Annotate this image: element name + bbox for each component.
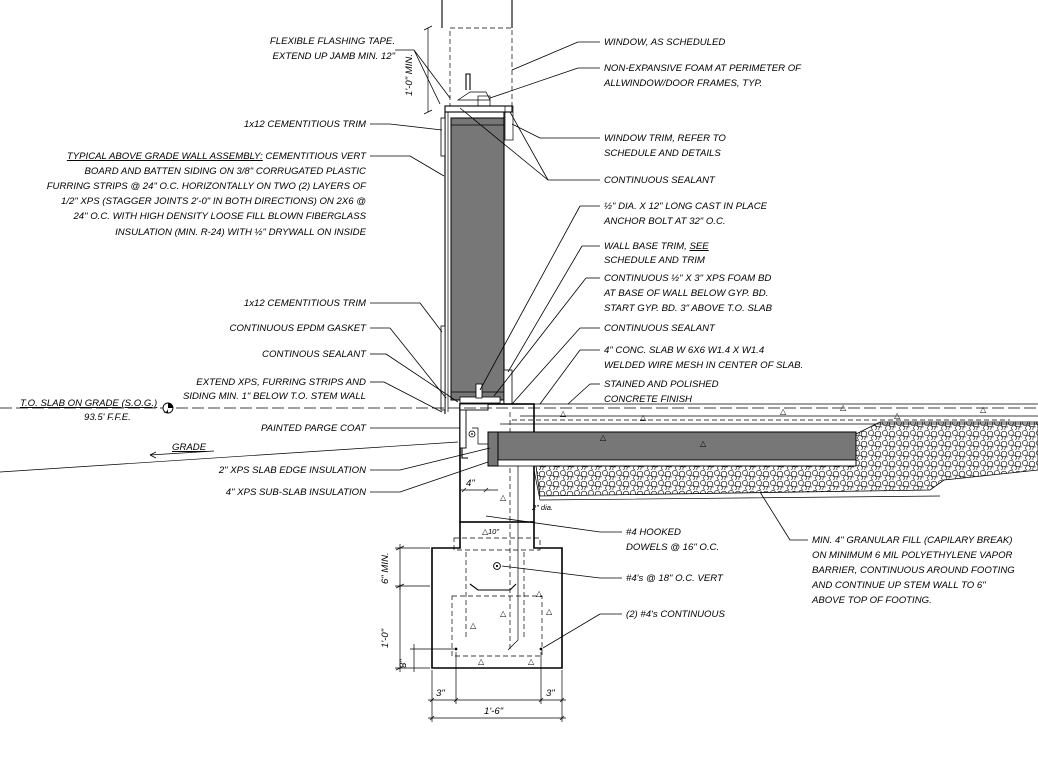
note-sealant-right-top: CONTINUOUS SEALANT <box>604 175 716 186</box>
note-wall-1: TYPICAL ABOVE GRADE WALL ASSEMBLY: CEMEN… <box>67 151 367 162</box>
note-slab-grade-2: 93.5' F.F.E. <box>84 412 131 423</box>
dim-stem-4: 4" <box>466 478 475 489</box>
note-flashing-2: EXTEND UP JAMB MIN. 12" <box>273 51 396 62</box>
dim-foot-height: 1'-0" <box>380 628 391 648</box>
slab-on-grade: △ △ △ △ △ △ △ △ △ △ △ △ △ △ △ △ <box>0 403 1038 666</box>
note-slab-1: 4" CONC. SLAB W 6X6 W1.4 X W1.4 <box>604 345 764 356</box>
dim-10: 10" <box>488 527 499 536</box>
dimension-lines <box>395 25 566 722</box>
dim-dia-2: 2" dia. <box>531 503 553 512</box>
dim-cover-right: 3" <box>546 688 555 699</box>
svg-text:△: △ <box>980 405 987 414</box>
note-vert-bars: #4's @ 18" O.C. VERT <box>626 573 724 584</box>
note-sealant-left: CONTINOUS SEALANT <box>262 349 367 360</box>
note-xps-ext-2: SIDING MIN. 1" BELOW T.O. STEM WALL <box>183 391 366 402</box>
svg-text:△: △ <box>478 657 485 666</box>
svg-text:△: △ <box>780 407 787 416</box>
note-wall-3: FURRING STRIPS @ 24" O.C. HORIZONTALLY O… <box>47 181 367 192</box>
svg-text:△: △ <box>470 621 477 630</box>
svg-text:△: △ <box>500 493 507 502</box>
svg-text:△: △ <box>546 607 553 616</box>
note-foam-1: NON-EXPANSIVE FOAM AT PERIMETER OF <box>604 63 802 74</box>
note-base-trim-1: WALL BASE TRIM, SEE <box>604 241 709 252</box>
note-flashing-1: FLEXIBLE FLASHING TAPE. <box>270 36 395 47</box>
note-slab-grade-1: T.O. SLAB ON GRADE (S.O.G.) <box>20 398 157 409</box>
svg-text:△: △ <box>700 439 707 448</box>
note-epdm: CONTINUOUS EPDM GASKET <box>230 323 368 334</box>
note-sub-slab: 4" XPS SUB-SLAB INSULATION <box>226 487 366 498</box>
footing <box>431 412 563 669</box>
window-frame <box>441 0 514 141</box>
note-slab-2: WELDED WIRE MESH IN CENTER OF SLAB. <box>604 360 803 371</box>
note-trim-top: 1x12 CEMENTITIOUS TRIM <box>244 119 366 130</box>
svg-text:△: △ <box>500 609 507 618</box>
note-foam-bd-1: CONTINUOUS ½" X 3" XPS FOAM BD <box>604 273 771 284</box>
svg-text:△: △ <box>560 409 567 418</box>
note-xps-ext-1: EXTEND XPS, FURRING STRIPS AND <box>196 377 366 388</box>
leaders-right <box>459 41 808 649</box>
dim-foot-width: 1'-6" <box>484 706 504 717</box>
svg-text:△: △ <box>536 589 543 598</box>
svg-text:△: △ <box>894 411 901 420</box>
note-fill-1: MIN. 4" GRANULAR FILL (CAPILARY BREAK) <box>812 535 1013 546</box>
note-window: WINDOW, AS SCHEDULED <box>604 37 725 48</box>
note-anchor-1: ½" DIA. X 12" LONG CAST IN PLACE <box>604 201 768 212</box>
note-fill-3: BARRIER, CONTINUOUS AROUND FOOTING <box>812 565 1015 576</box>
leaders-left <box>370 49 491 493</box>
note-foam-2: ALLWINDOW/DOOR FRAMES, TYP. <box>603 78 762 89</box>
dim-cover-vert: 3" <box>398 659 409 668</box>
note-foam-bd-3: START GYP. BD. 3" ABOVE T.O. SLAB <box>604 303 773 314</box>
svg-text:△: △ <box>640 413 647 422</box>
note-trim-bottom: 1x12 CEMENTITIOUS TRIM <box>244 298 366 309</box>
note-wall-2: BOARD AND BATTEN SIDING ON 3/8" CORRUGAT… <box>85 166 367 177</box>
note-cont-bars: (2) #4's CONTINUOUS <box>626 609 725 620</box>
note-fill-2: ON MINIMUM 6 MIL POLYETHYLENE VAPOR <box>812 550 1013 561</box>
note-dowels-2: DOWELS @ 16" O.C. <box>626 542 719 553</box>
elevation-marker <box>162 402 174 414</box>
note-fill-5: ABOVE TOP OF FOOTING. <box>811 595 932 606</box>
wall-assembly <box>440 112 513 414</box>
svg-text:△: △ <box>600 433 607 442</box>
note-grade: GRADE <box>172 442 207 453</box>
dim-jamb-min: 1'-0" MIN. <box>404 54 415 96</box>
note-base-trim-2: SCHEDULE AND TRIM <box>604 255 705 266</box>
note-wall-5: 24" O.C. WITH HIGH DENSITY LOOSE FILL BL… <box>72 211 366 222</box>
dim-min-6: 6" MIN. <box>380 552 391 584</box>
note-wall-6: INSULATION (MIN. R-24) WITH ½" DRYWALL O… <box>115 227 367 238</box>
note-finish-2: CONCRETE FINISH <box>604 394 692 405</box>
svg-text:△: △ <box>528 657 535 666</box>
note-fill-4: AND CONTINUE UP STEM WALL TO 6" <box>811 580 986 591</box>
notes-left: FLEXIBLE FLASHING TAPE. EXTEND UP JAMB M… <box>20 36 396 498</box>
note-parge: PAINTED PARGE COAT <box>261 423 367 434</box>
note-dowels-1: #4 HOOKED <box>626 527 681 538</box>
note-sealant-right-mid: CONTINUOUS SEALANT <box>604 323 716 334</box>
note-slab-edge: 2" XPS SLAB EDGE INSULATION <box>218 465 366 476</box>
note-window-trim-1: WINDOW TRIM, REFER TO <box>604 133 726 144</box>
note-finish-1: STAINED AND POLISHED <box>604 379 719 390</box>
notes-right: WINDOW, AS SCHEDULED NON-EXPANSIVE FOAM … <box>603 37 1015 620</box>
dimension-labels: 1'-0" MIN. 4" 2" dia. 10" 6" MIN. 1'-0" … <box>380 54 555 717</box>
svg-text:△: △ <box>482 527 489 536</box>
note-window-trim-2: SCHEDULE AND DETAILS <box>604 148 721 159</box>
note-foam-bd-2: AT BASE OF WALL BELOW GYP. BD. <box>603 288 768 299</box>
slab-aggregate: △ △ △ △ △ △ △ △ △ △ △ △ △ △ △ △ <box>470 403 987 666</box>
svg-text:△: △ <box>840 403 847 412</box>
dim-cover-left: 3" <box>436 688 445 699</box>
grade-line <box>0 441 459 473</box>
note-wall-4: 1/2" XPS (STAGGER JOINTS 2'-0" IN BOTH D… <box>61 196 366 207</box>
note-anchor-2: ANCHOR BOLT AT 32" O.C. <box>603 216 726 227</box>
